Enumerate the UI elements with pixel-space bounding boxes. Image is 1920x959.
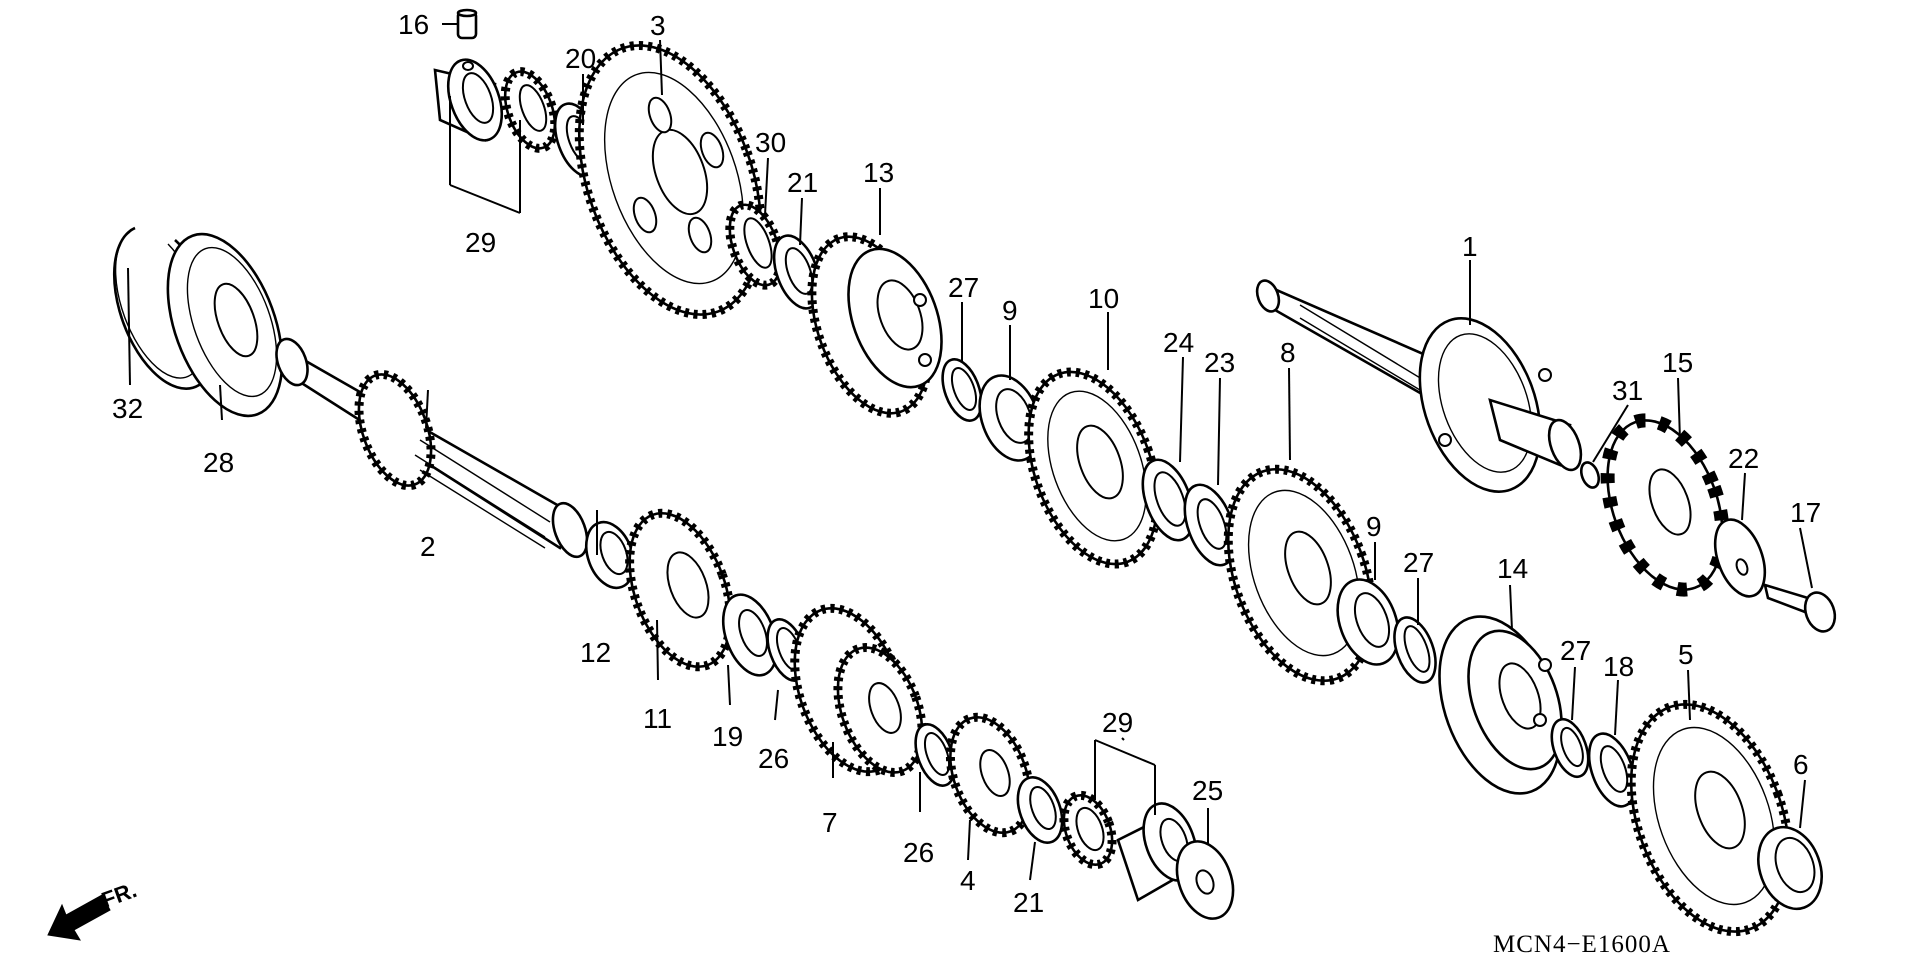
label-12: 12 <box>580 637 611 668</box>
gear-8[interactable] <box>1201 449 1398 700</box>
label-2: 2 <box>420 531 436 562</box>
front-direction-indicator: FR. <box>47 877 140 941</box>
label-13: 13 <box>863 157 894 188</box>
label-9a: 9 <box>1002 295 1018 326</box>
label-7: 7 <box>822 807 838 838</box>
label-27b: 27 <box>1403 547 1434 578</box>
label-21b: 21 <box>1013 887 1044 918</box>
gear-5[interactable] <box>1602 682 1818 953</box>
label-1: 1 <box>1462 231 1478 262</box>
gear-4[interactable] <box>936 706 1045 843</box>
circlip-27b[interactable] <box>1386 612 1443 688</box>
label-21a: 21 <box>787 167 818 198</box>
circlip-26b[interactable] <box>908 719 962 791</box>
washer-21a[interactable] <box>765 229 829 314</box>
label-4: 4 <box>960 865 976 896</box>
label-27c: 27 <box>1560 635 1591 666</box>
o-ring-31[interactable] <box>1578 460 1602 490</box>
gear-7[interactable] <box>774 593 938 787</box>
label-15: 15 <box>1662 347 1693 378</box>
mainshaft-2[interactable] <box>271 335 594 562</box>
needle-bearing-29b[interactable] <box>1055 789 1121 872</box>
label-20: 20 <box>565 43 596 74</box>
collar-6[interactable] <box>1747 818 1832 917</box>
label-31: 31 <box>1612 375 1643 406</box>
label-32: 32 <box>112 393 143 424</box>
part-labels: 16 3 20 29 30 21 13 27 9 10 24 23 8 9 27… <box>112 9 1821 918</box>
label-29a: 29 <box>465 227 496 258</box>
label-9b: 9 <box>1366 511 1382 542</box>
label-10: 10 <box>1088 283 1119 314</box>
label-28: 28 <box>203 447 234 478</box>
gear-10[interactable] <box>1004 354 1181 582</box>
label-23: 23 <box>1204 347 1235 378</box>
dowel-pin-16[interactable] <box>456 8 478 40</box>
label-26b: 26 <box>903 837 934 868</box>
diagram-code: MCN4−E1600A <box>1493 931 1671 958</box>
label-27a: 27 <box>948 272 979 303</box>
label-18: 18 <box>1603 651 1634 682</box>
circlip-27c[interactable] <box>1545 714 1596 781</box>
front-arrow-icon <box>47 894 111 941</box>
front-label: FR. <box>98 877 140 913</box>
leader-lines <box>127 23 1813 881</box>
washer-21b[interactable] <box>1010 771 1071 849</box>
needle-bearing-29a[interactable] <box>496 65 565 155</box>
bolt-17[interactable] <box>1763 583 1840 636</box>
label-22: 22 <box>1728 443 1759 474</box>
label-19: 19 <box>712 721 743 752</box>
gear-3[interactable] <box>545 20 795 339</box>
label-29b: 29 <box>1102 707 1133 738</box>
countershaft-1[interactable] <box>1253 278 1587 509</box>
bearing-28[interactable] <box>146 219 305 432</box>
sprocket-15[interactable] <box>1586 405 1744 606</box>
label-6: 6 <box>1793 749 1809 780</box>
washer-22[interactable] <box>1706 513 1775 603</box>
needle-bearing-30[interactable] <box>720 198 790 292</box>
label-11: 11 <box>643 703 672 734</box>
gear-11[interactable] <box>610 499 749 680</box>
label-14: 14 <box>1497 553 1528 584</box>
label-16: 16 <box>398 9 429 40</box>
bushing-12[interactable] <box>578 516 643 595</box>
washer-18[interactable] <box>1580 727 1644 812</box>
gear-14[interactable] <box>1417 600 1583 811</box>
bushing-29a[interactable] <box>433 52 512 147</box>
gear-13[interactable] <box>790 221 959 429</box>
collar-25[interactable] <box>1167 834 1243 927</box>
label-30: 30 <box>755 127 786 158</box>
label-26a: 26 <box>758 743 789 774</box>
bushing-9b[interactable] <box>1327 571 1410 673</box>
label-3: 3 <box>650 10 666 41</box>
label-17: 17 <box>1790 497 1821 528</box>
label-25: 25 <box>1192 775 1223 806</box>
bushing-9a[interactable] <box>969 367 1052 469</box>
label-8: 8 <box>1280 337 1296 368</box>
label-5: 5 <box>1678 639 1694 670</box>
circlip-27a[interactable] <box>935 354 989 426</box>
label-24: 24 <box>1163 327 1194 358</box>
